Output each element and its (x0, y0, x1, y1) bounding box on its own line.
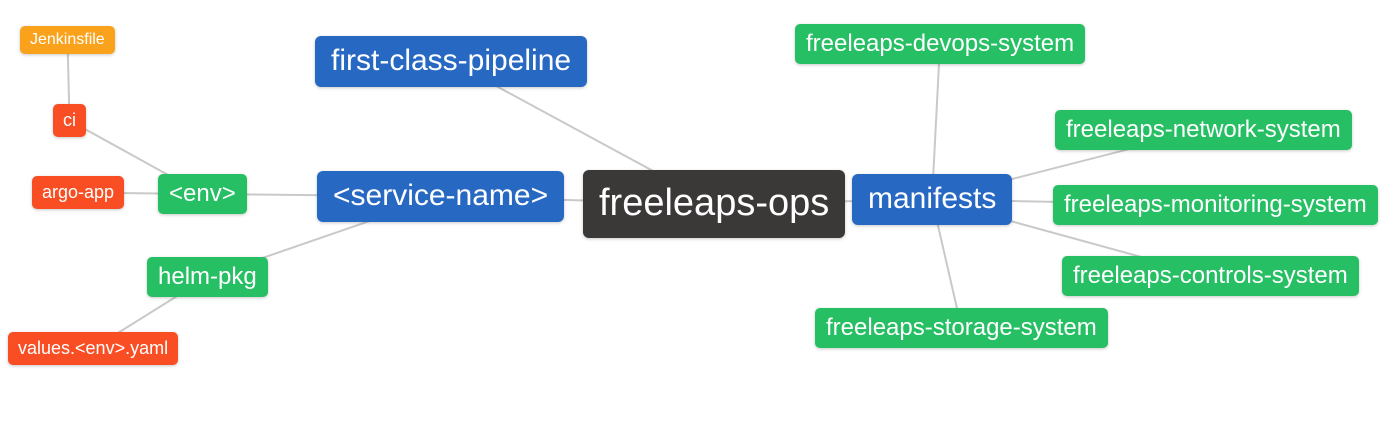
mindmap-node-controls-system[interactable]: freeleaps-controls-system (1062, 256, 1359, 296)
mindmap-node-values-env-yaml[interactable]: values.<env>.yaml (8, 332, 179, 365)
mindmap-node-helm-pkg[interactable]: helm-pkg (147, 257, 268, 297)
mindmap-node-argo-app[interactable]: argo-app (32, 176, 125, 209)
mindmap-node-devops-system[interactable]: freeleaps-devops-system (795, 24, 1086, 64)
mindmap-node-storage-system[interactable]: freeleaps-storage-system (815, 308, 1108, 348)
mindmap-node-jenkinsfile[interactable]: Jenkinsfile (20, 26, 115, 55)
mindmap-node-service-name[interactable]: <service-name> (317, 171, 565, 222)
mindmap-node-monitoring-system[interactable]: freeleaps-monitoring-system (1053, 185, 1378, 225)
mindmap-node-manifests[interactable]: manifests (852, 174, 1013, 225)
edge-manifests-to-devops-system (931, 43, 941, 200)
mindmap-node-env[interactable]: <env> (158, 174, 247, 214)
mindmap-node-freeleaps-ops[interactable]: freeleaps-ops (583, 170, 846, 238)
mindmap-node-ci[interactable]: ci (53, 104, 86, 137)
mindmap-node-first-class-pipeline[interactable]: first-class-pipeline (315, 36, 588, 87)
mindmap-node-network-system[interactable]: freeleaps-network-system (1055, 110, 1352, 150)
